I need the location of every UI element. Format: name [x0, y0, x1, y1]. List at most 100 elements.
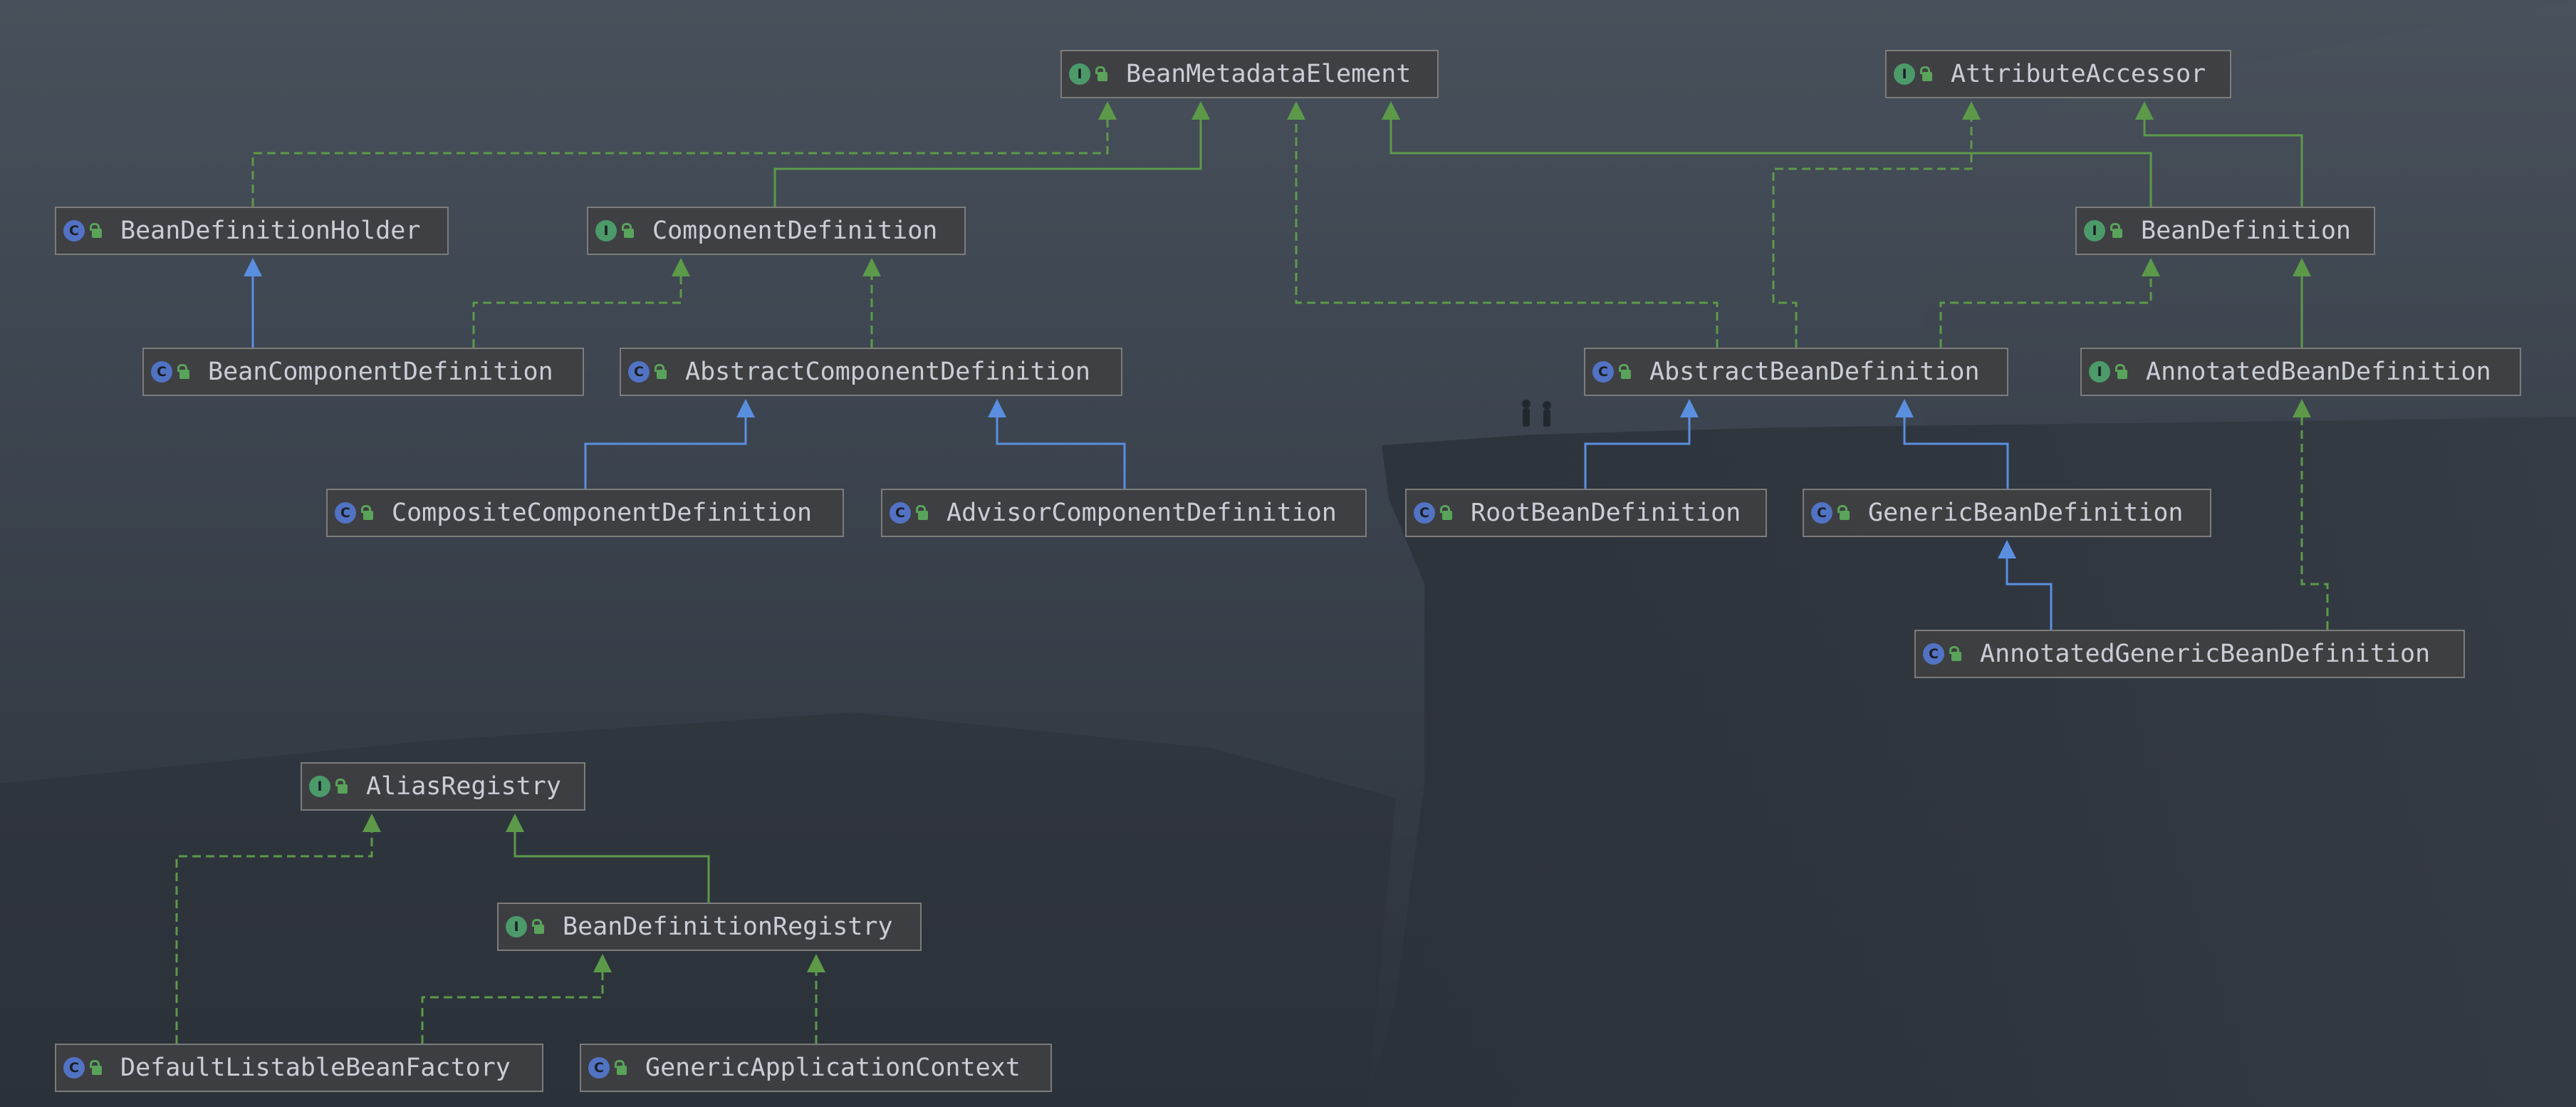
class-icon: C: [151, 361, 172, 383]
public-lock-icon: [614, 1059, 630, 1077]
edge-AbstractBeanDefinition-to-BeanMetadataElement: [1287, 101, 1719, 348]
node-bean-definition-holder[interactable]: C BeanDefinitionHolder: [55, 207, 449, 255]
arrowhead: [1680, 399, 1699, 417]
edge-AnnotatedGenericBeanDefinition-to-GenericBeanDefinition: [1998, 540, 2053, 630]
node-label: AttributeAccessor: [1951, 60, 2206, 88]
class-icon: C: [1592, 361, 1614, 383]
interface-icon: I: [2089, 361, 2110, 383]
node-label: AbstractComponentDefinition: [685, 358, 1090, 386]
arrowhead: [1962, 101, 1981, 120]
edge-DefaultListableBeanFactory-to-BeanDefinitionRegistry: [421, 954, 612, 1044]
public-lock-icon: [1949, 645, 1964, 663]
public-lock-icon: [335, 777, 350, 796]
node-bean-definition-registry[interactable]: I BeanDefinitionRegistry: [497, 903, 922, 951]
public-lock-icon: [360, 504, 376, 522]
node-bean-component-definition[interactable]: C BeanComponentDefinition: [142, 348, 584, 396]
arrowhead: [736, 399, 755, 417]
public-lock-icon: [1439, 504, 1455, 522]
edge-AnnotatedGenericBeanDefinition-to-AnnotatedBeanDefinition: [2293, 399, 2329, 630]
node-label: BeanDefinition: [2141, 217, 2352, 245]
edge-AbstractBeanDefinition-to-AttributeAccessor: [1772, 101, 1981, 348]
class-icon: C: [1923, 643, 1944, 665]
arrowhead: [1895, 399, 1914, 417]
class-icon: C: [890, 502, 911, 524]
public-lock-icon: [1618, 363, 1634, 381]
edge-ComponentDefinition-to-BeanMetadataElement: [773, 101, 1210, 207]
arrowhead: [807, 954, 825, 972]
node-alias-registry[interactable]: I AliasRegistry: [301, 762, 585, 811]
node-label: GenericBeanDefinition: [1868, 499, 2184, 527]
edge-GenericApplicationContext-to-BeanDefinitionRegistry: [807, 954, 825, 1044]
interface-icon: I: [1069, 63, 1090, 85]
class-icon: C: [1811, 502, 1832, 524]
edge-BeanDefinition-to-AttributeAccessor: [2135, 101, 2303, 207]
public-lock-icon: [89, 1059, 105, 1077]
node-label: CompositeComponentDefinition: [392, 499, 813, 527]
edge-AnnotatedBeanDefinition-to-BeanDefinition: [2293, 258, 2311, 348]
arrowhead: [1998, 540, 2016, 558]
node-label: RootBeanDefinition: [1471, 499, 1741, 527]
public-lock-icon: [89, 222, 105, 240]
edge-DefaultListableBeanFactory-to-AliasRegistry: [175, 814, 381, 1044]
edge-CompositeComponentDefinition-to-AbstractComponentDefinition: [584, 399, 755, 489]
interface-icon: I: [2084, 220, 2105, 241]
hikers-figures: [1522, 400, 1551, 427]
arrowhead: [1191, 101, 1210, 120]
node-generic-bean-definition[interactable]: C GenericBeanDefinition: [1803, 489, 2211, 537]
edge-BeanComponentDefinition-to-ComponentDefinition: [472, 258, 690, 348]
arrowhead: [862, 258, 881, 276]
arrowhead: [1287, 101, 1305, 120]
arrowhead: [2142, 258, 2160, 276]
arrowhead: [363, 814, 381, 832]
node-label: GenericApplicationContext: [645, 1054, 1021, 1082]
arrowhead: [672, 258, 690, 276]
interface-icon: I: [506, 916, 527, 937]
class-icon: C: [63, 220, 85, 241]
public-lock-icon: [2114, 363, 2130, 381]
edge-AbstractComponentDefinition-to-ComponentDefinition: [862, 258, 881, 348]
node-label: BeanDefinitionRegistry: [563, 913, 893, 941]
node-composite-component-definition[interactable]: C CompositeComponentDefinition: [326, 489, 844, 537]
edge-GenericBeanDefinition-to-AbstractBeanDefinition: [1895, 399, 2009, 489]
node-annotated-bean-definition[interactable]: I AnnotatedBeanDefinition: [2080, 348, 2521, 396]
edge-AdvisorComponentDefinition-to-AbstractComponentDefinition: [988, 399, 1126, 489]
edge-BeanComponentDefinition-to-BeanDefinitionHolder: [244, 258, 262, 348]
node-abstract-bean-definition[interactable]: C AbstractBeanDefinition: [1584, 348, 2008, 396]
node-label: AnnotatedBeanDefinition: [2146, 358, 2491, 386]
edge-RootBeanDefinition-to-AbstractBeanDefinition: [1584, 399, 1699, 489]
class-icon: C: [335, 502, 356, 524]
node-root-bean-definition[interactable]: C RootBeanDefinition: [1405, 489, 1767, 537]
class-icon: C: [63, 1057, 85, 1079]
node-bean-definition[interactable]: I BeanDefinition: [2075, 207, 2375, 255]
arrowhead: [244, 258, 262, 276]
node-label: BeanComponentDefinition: [208, 358, 553, 386]
class-icon: C: [588, 1057, 610, 1079]
public-lock-icon: [1095, 65, 1110, 83]
public-lock-icon: [1919, 65, 1935, 83]
edge-AbstractBeanDefinition-to-BeanDefinition: [1939, 258, 2160, 348]
node-label: BeanMetadataElement: [1126, 60, 1412, 88]
node-abstract-component-definition[interactable]: C AbstractComponentDefinition: [620, 348, 1122, 396]
arrowhead: [1382, 101, 1400, 120]
public-lock-icon: [531, 918, 547, 936]
node-generic-application-context[interactable]: C GenericApplicationContext: [580, 1044, 1052, 1092]
node-attribute-accessor[interactable]: I AttributeAccessor: [1885, 50, 2231, 98]
arrowhead: [2135, 101, 2154, 120]
node-component-definition[interactable]: I ComponentDefinition: [587, 207, 966, 255]
public-lock-icon: [654, 363, 669, 381]
arrowhead: [593, 954, 612, 972]
public-lock-icon: [1837, 504, 1852, 522]
arrowhead: [1098, 101, 1117, 120]
node-bean-metadata-element[interactable]: I BeanMetadataElement: [1060, 50, 1439, 98]
node-annotated-generic-bean-definition[interactable]: C AnnotatedGenericBeanDefinition: [1914, 630, 2465, 678]
node-advisor-component-definition[interactable]: C AdvisorComponentDefinition: [881, 489, 1367, 537]
arrowhead: [2293, 258, 2311, 276]
arrowhead: [506, 814, 524, 832]
node-label: AdvisorComponentDefinition: [947, 499, 1337, 527]
class-icon: C: [628, 361, 650, 383]
public-lock-icon: [2110, 222, 2125, 240]
node-default-listable-bean-factory[interactable]: C DefaultListableBeanFactory: [55, 1044, 543, 1092]
interface-icon: I: [309, 776, 330, 797]
public-lock-icon: [915, 504, 931, 522]
